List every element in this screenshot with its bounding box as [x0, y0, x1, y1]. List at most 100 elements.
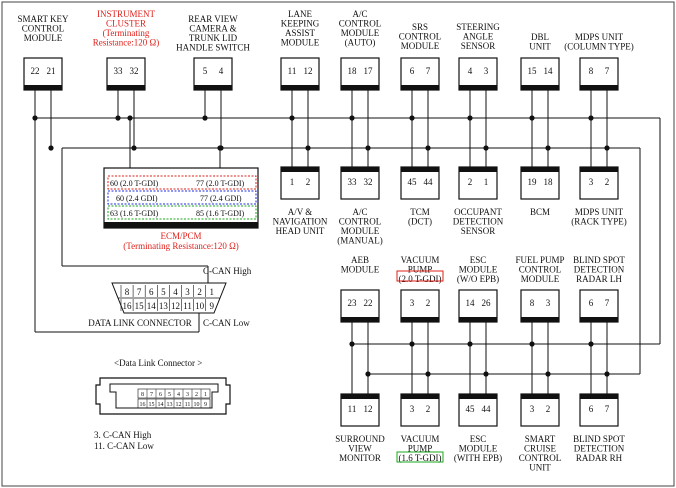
lower-top-module-4-label-2: CONTROL — [519, 265, 562, 275]
top-module-2-pin-1: 33 — [114, 66, 124, 76]
mid-module-1-pin-1: 1 — [290, 177, 295, 187]
junction — [588, 341, 594, 347]
lower-bottom-module-4-label-2: CRUISE — [524, 444, 557, 454]
lower-top-module-4-label-3: MODULE — [521, 274, 560, 284]
ecm-row-1-left: 60 (2.0 T-GDI) — [110, 179, 159, 188]
top-module-7-label-1: STEERING — [456, 22, 500, 32]
top-module-4-label-2: KEEPING — [281, 19, 320, 29]
lower-top-module-5-label-3: RADAR LH — [576, 274, 622, 284]
ecm-pcm-block: 60 (2.0 T-GDI) 77 (2.0 T-GDI) 60 (2.4 GD… — [103, 167, 259, 251]
top-module-3-label-1: REAR VIEW — [188, 14, 238, 24]
lower-top-module-3-label-2: MODULE — [459, 265, 498, 275]
lower-top-module-3-label-1: ESC — [470, 255, 487, 265]
legend-note-1: 3. C-CAN High — [94, 430, 152, 440]
lower-top-module-2-label-1: VACUUM — [401, 255, 440, 265]
junction — [425, 371, 431, 377]
lower-bottom-module-2-label-3: (1.6 T-GDI) — [399, 453, 442, 463]
top-module-7-pin-1: 4 — [468, 66, 473, 76]
mid-module-2-label-4: (MANUAL) — [337, 236, 383, 246]
lower-bottom-module-5-label-1: BLIND SPOT — [573, 434, 625, 444]
top-module-1-pin-2: 21 — [47, 66, 56, 76]
dlc-top-pin-1: 1 — [210, 287, 215, 297]
junction — [529, 341, 535, 347]
top-module-3-label-3: TRUNK LID — [189, 33, 238, 43]
lower-top-module-1-pin-1: 23 — [348, 298, 358, 308]
mid-module-2-pin-1: 33 — [348, 177, 358, 187]
lower-bottom-module-3-pin-1: 45 — [466, 404, 476, 414]
legend-top-pin-4: 4 — [177, 392, 180, 398]
lower-top-module-5-pin-1: 6 — [589, 298, 594, 308]
legend-title: <Data Link Connector > — [114, 358, 202, 368]
top-module-5-label-3: MODULE — [341, 28, 380, 38]
lower-top-module-3-pin-2: 26 — [482, 298, 492, 308]
legend-bottom-pin-10: 10 — [194, 402, 200, 408]
mid-module-6-label-2: (RACK TYPE) — [571, 217, 627, 227]
junction — [545, 371, 551, 377]
lower-top-module-2-pin-1: 3 — [410, 298, 415, 308]
lower-bottom-module-2-pin-1: 3 — [410, 404, 415, 414]
top-module-3-pin-1: 5 — [203, 66, 208, 76]
top-module-6-pin-2: 7 — [426, 66, 431, 76]
top-module-3-label-4: HANDLE SWITCH — [176, 43, 250, 53]
top-module-9-label-1: MDPS UNIT — [575, 32, 624, 42]
legend-bottom-pin-13: 13 — [167, 402, 173, 408]
top-module-6-label-2: CONTROL — [399, 32, 442, 42]
lower-top-module-5-label-2: DETECTION — [574, 265, 625, 275]
vacuum-pump-bottom-variant-box — [396, 451, 444, 463]
dlc-bottom-pin-13: 13 — [159, 301, 169, 311]
junction — [365, 371, 371, 377]
mid-module-4-pin-1: 2 — [468, 177, 473, 187]
legend-top-pin-1: 1 — [204, 392, 207, 398]
lower-bottom-module-5-label-2: DETECTION — [574, 444, 625, 454]
mid-module-3-pin-2: 44 — [424, 177, 434, 187]
ecm-row-box-3 — [107, 205, 257, 220]
lower-bottom-module-4-label-4: UNIT — [529, 463, 551, 473]
top-module-5-label-2: CONTROL — [339, 19, 382, 29]
mid-module-6-pin-1: 3 — [589, 177, 594, 187]
top-module-4-label-3: ASSIST — [285, 28, 316, 38]
junction — [349, 341, 355, 347]
legend-top-pin-2: 2 — [195, 392, 198, 398]
ecm-row-2-right: 77 (2.4 GDI) — [200, 194, 242, 203]
mid-module-2-label-1: A/C — [352, 207, 367, 217]
legend-bottom-pin-11: 11 — [185, 402, 191, 408]
lower-bottom-module-3-label-3: (WITH EPB) — [454, 453, 502, 463]
top-module-8-label-1: DBL — [531, 32, 549, 42]
top-module-2-label-4: Resistance:120 Ω) — [93, 38, 159, 48]
lower-top-module-4-pin-2: 3 — [546, 298, 551, 308]
junction — [48, 145, 54, 151]
dlc-top-pin-8: 8 — [125, 287, 130, 297]
top-module-6-label-1: SRS — [412, 22, 428, 32]
top-module-4-label-1: LANE — [288, 9, 312, 19]
top-module-8-pin-1: 15 — [528, 66, 538, 76]
top-module-7-label-2: ANGLE — [463, 32, 494, 42]
mid-module-4-label-2: DETECTION — [453, 217, 504, 227]
top-module-3-pin-2: 4 — [219, 66, 224, 76]
mid-module-6-pin-2: 2 — [605, 177, 610, 187]
lower-top-module-3-pin-1: 14 — [466, 298, 476, 308]
ecm-row-3-right: 85 (1.6 T-GDI) — [196, 209, 245, 218]
mid-module-6-label-1: MDPS UNIT — [575, 207, 624, 217]
ecm-row-3-left: 63 (1.6 T-GDI) — [110, 209, 159, 218]
top-module-9-pin-2: 7 — [605, 66, 610, 76]
mid-module-2-label-2: CONTROL — [339, 217, 382, 227]
vacuum-pump-top-variant-box — [396, 270, 444, 282]
ecm-row-2-left: 60 (2.4 GDI) — [116, 194, 158, 203]
lower-top-module-4-label-1: FUEL PUMP — [516, 255, 565, 265]
legend-top-pin-5: 5 — [168, 392, 171, 398]
